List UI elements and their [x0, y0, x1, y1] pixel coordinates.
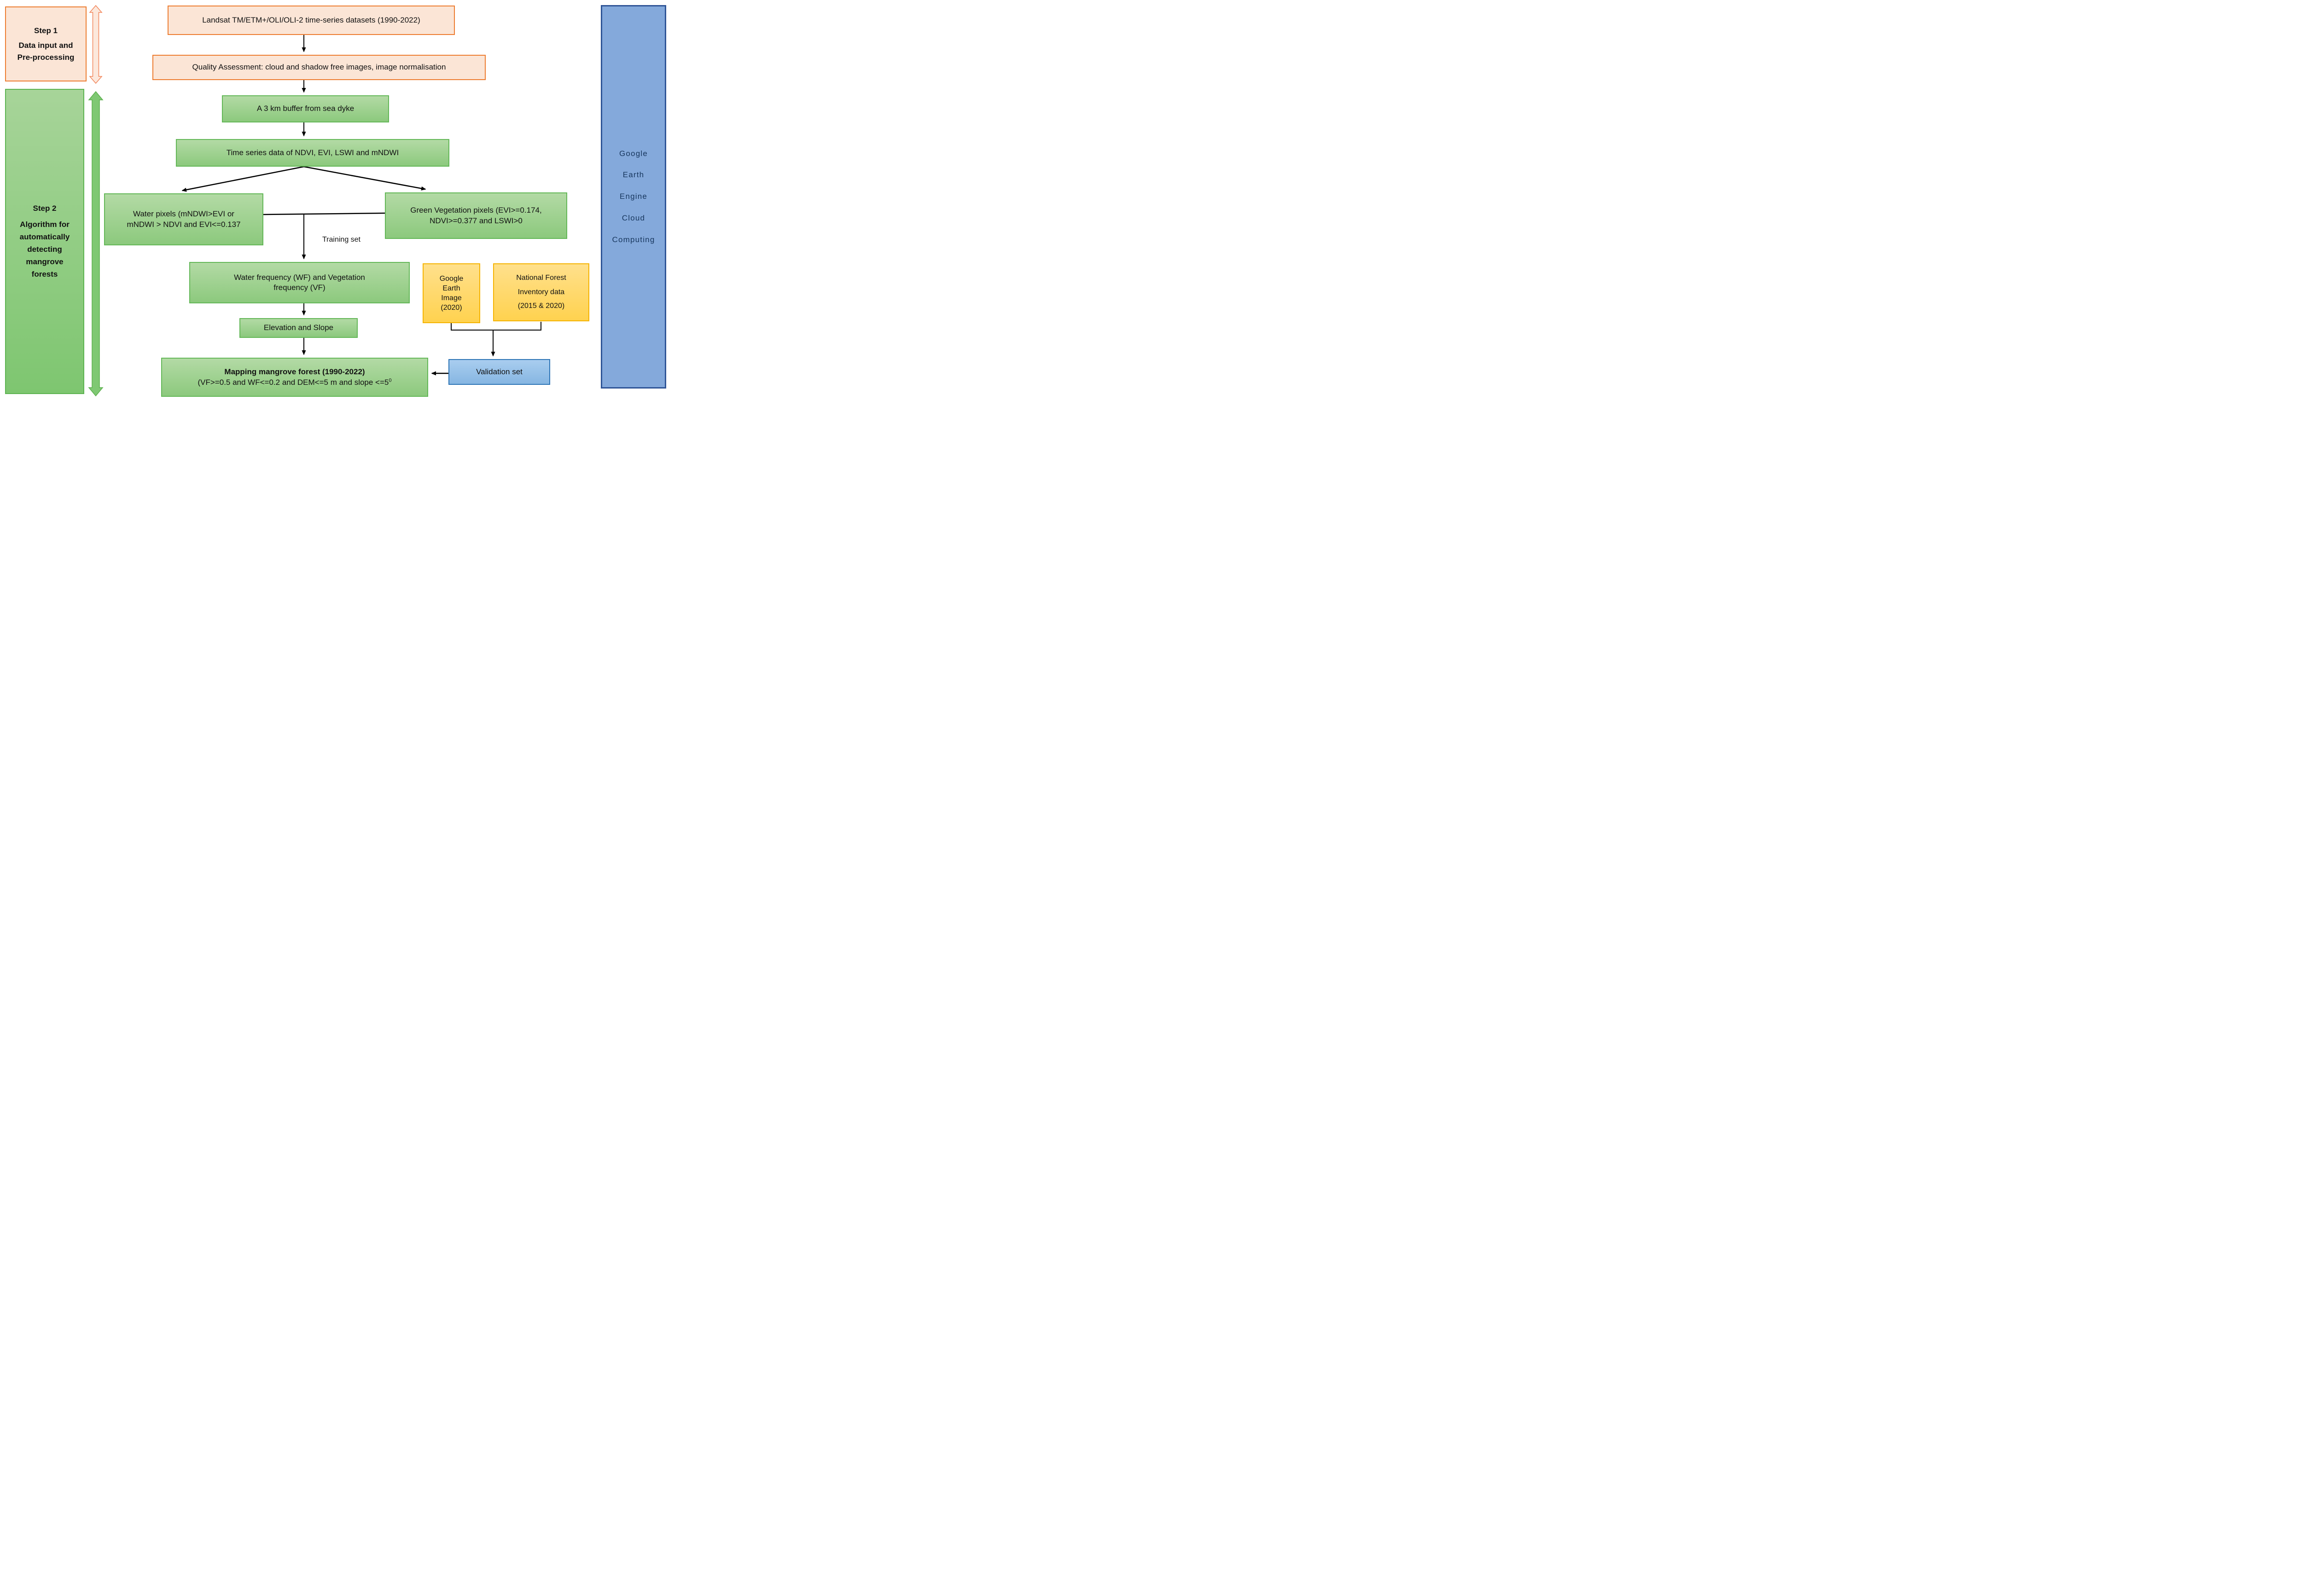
green-vegetation-box: Green Vegetation pixels (EVI>=0.174, NDV… [385, 192, 567, 239]
wf-line: Water frequency (WF) and Vegetation [234, 273, 365, 282]
nfi-line: Inventory data [517, 288, 565, 296]
step2-line: Algorithm for [20, 220, 70, 229]
elevation-text: Elevation and Slope [263, 323, 334, 332]
step2-line: forests [31, 270, 58, 279]
forest-inventory-box: National Forest Inventory data (2015 & 2… [493, 263, 589, 321]
buffer-text: A 3 km buffer from sea dyke [256, 104, 355, 113]
arrow-split-to-water [181, 166, 304, 192]
step2-line: mangrove [26, 257, 64, 267]
mapping-criteria-superscript: 0 [389, 377, 392, 383]
mapping-criteria: (VF>=0.5 and WF<=0.2 and DEM<=5 m and sl… [198, 377, 392, 387]
timeseries-box: Time series data of NDVI, EVI, LSWI and … [176, 139, 449, 167]
gee-line: Computing [612, 235, 655, 244]
water-pixels-box: Water pixels (mNDWI>EVI or mNDWI > NDVI … [104, 193, 263, 245]
elevation-slope-box: Elevation and Slope [239, 318, 358, 338]
step1-title: Step 1 [34, 26, 58, 35]
gee-line: Earth [622, 170, 645, 180]
training-set-label: Training set [322, 236, 360, 244]
step2-double-arrow [88, 91, 104, 397]
gee-line: Engine [619, 192, 648, 201]
step1-sidebar: Step 1 Data input and Pre-processing [5, 6, 87, 81]
greenveg-line: NDVI>=0.377 and LSWI>0 [430, 216, 523, 225]
gei-line: (2020) [441, 304, 462, 312]
step2-sidebar: Step 2 Algorithm for automatically detec… [5, 89, 84, 394]
arrow-split-to-greenveg [303, 166, 426, 191]
water-line: Water pixels (mNDWI>EVI or [133, 209, 234, 219]
landsat-text: Landsat TM/ETM+/OLI/OLI-2 time-series da… [202, 15, 420, 24]
mapping-title: Mapping mangrove forest (1990-2022) [224, 367, 365, 377]
step1-double-arrow [89, 5, 103, 84]
validation-text: Validation set [476, 367, 523, 376]
gee-line: Google [619, 149, 648, 158]
google-earth-image-box: Google Earth Image (2020) [423, 263, 480, 323]
step1-line: Pre-processing [17, 52, 75, 62]
step2-title: Step 2 [33, 204, 57, 213]
step2-line: automatically [19, 232, 70, 241]
nfi-line: National Forest [516, 274, 566, 282]
gee-line: Cloud [622, 213, 645, 222]
gei-line: Image [441, 294, 462, 302]
flow-diagram: Step 1 Data input and Pre-processing Ste… [0, 0, 669, 399]
line-water-greenveg-connector [263, 212, 385, 215]
greenveg-line: Green Vegetation pixels (EVI>=0.174, [410, 206, 542, 215]
timeseries-text: Time series data of NDVI, EVI, LSWI and … [226, 148, 399, 157]
nfi-line: (2015 & 2020) [517, 302, 565, 310]
buffer-box: A 3 km buffer from sea dyke [222, 95, 389, 122]
validation-set-box: Validation set [448, 359, 550, 385]
landsat-box: Landsat TM/ETM+/OLI/OLI-2 time-series da… [168, 6, 455, 35]
frequency-box: Water frequency (WF) and Vegetation freq… [189, 262, 410, 303]
gei-line: Earth [442, 284, 460, 292]
wf-line: frequency (VF) [273, 283, 326, 292]
mapping-box: Mapping mangrove forest (1990-2022) (VF>… [161, 358, 428, 397]
quality-box: Quality Assessment: cloud and shadow fre… [152, 55, 486, 80]
step1-line: Data input and [18, 41, 73, 50]
quality-text: Quality Assessment: cloud and shadow fre… [192, 63, 446, 72]
gee-sidebar: Google Earth Engine Cloud Computing [601, 5, 666, 389]
gei-line: Google [439, 274, 464, 283]
step2-line: detecting [27, 245, 62, 254]
water-line: mNDWI > NDVI and EVI<=0.137 [127, 220, 241, 229]
